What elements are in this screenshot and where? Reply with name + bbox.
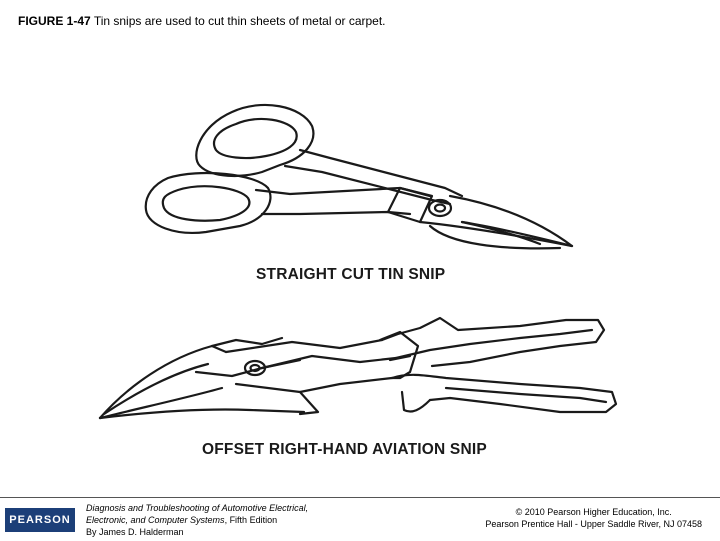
figure-caption: FIGURE 1-47 Tin snips are used to cut th… — [18, 14, 386, 28]
offset-aviation-snip-drawing — [98, 316, 618, 420]
pearson-logo: PEARSON — [5, 508, 75, 532]
publisher-line: Pearson Prentice Hall - Upper Saddle Riv… — [485, 519, 702, 529]
slide-footer: PEARSON Diagnosis and Troubleshooting of… — [0, 497, 720, 541]
figure-number: FIGURE 1-47 — [18, 14, 91, 28]
book-edition: , Fifth Edition — [224, 515, 278, 525]
copyright-notice: © 2010 Pearson Higher Education, Inc. Pe… — [485, 506, 702, 530]
figure-caption-text: Tin snips are used to cut thin sheets of… — [93, 14, 386, 28]
book-citation: Diagnosis and Troubleshooting of Automot… — [86, 502, 308, 538]
copyright-line: © 2010 Pearson Higher Education, Inc. — [515, 507, 672, 517]
book-title-line1: Diagnosis and Troubleshooting of Automot… — [86, 503, 309, 513]
tin-snips-illustration — [98, 103, 618, 420]
straight-cut-tin-snip-label: STRAIGHT CUT TIN SNIP — [256, 266, 446, 283]
book-author: By James D. Halderman — [86, 527, 184, 537]
book-title-line2-italic: Electronic, and Computer Systems — [86, 515, 225, 525]
straight-cut-tin-snip-drawing — [144, 103, 574, 250]
book-title-line2: Electronic, and Computer Systems, Fifth … — [86, 514, 308, 526]
offset-aviation-snip-label: OFFSET RIGHT-HAND AVIATION SNIP — [202, 441, 487, 458]
